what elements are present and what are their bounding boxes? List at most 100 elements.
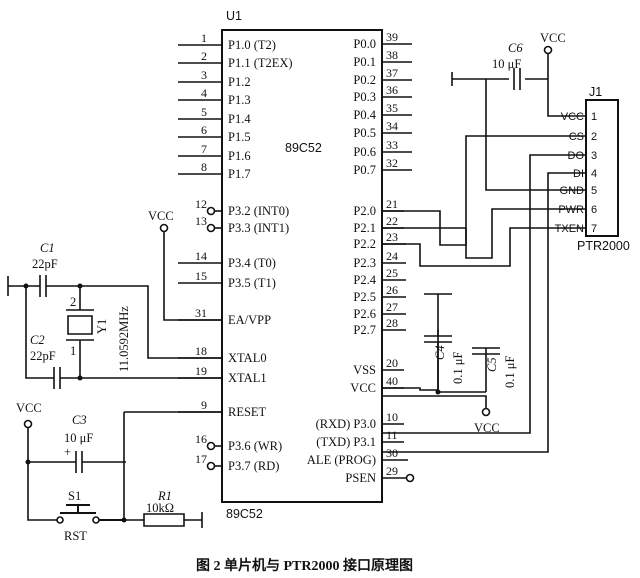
junction-y1-top xyxy=(77,283,83,289)
right-pin-number: 27 xyxy=(386,300,398,314)
right-pin-label: P2.0 xyxy=(353,204,376,218)
right-pin-number: 35 xyxy=(386,101,398,115)
left-pin-label: XTAL0 xyxy=(228,351,267,365)
c1-value: 22pF xyxy=(32,257,58,271)
c6-wire xyxy=(451,68,548,90)
y1-pin1: 1 xyxy=(70,344,76,358)
y1-ref: Y1 xyxy=(95,319,109,334)
right-pin-number: 32 xyxy=(386,156,398,170)
c2-value: 22pF xyxy=(30,349,56,363)
left-pin-number: 14 xyxy=(195,249,207,263)
left-pin-number: 3 xyxy=(201,68,207,82)
left-pin-number: 9 xyxy=(201,398,207,412)
s1-ref: S1 xyxy=(68,489,81,503)
junction-reset-vcc xyxy=(25,459,31,465)
left-pin-label: P3.2 (INT0) xyxy=(228,204,289,218)
left-pin-label: P1.2 xyxy=(228,75,251,89)
figure-caption: 图 2 单片机与 PTR2000 接口原理图 xyxy=(196,557,413,574)
left-pin-number: 17 xyxy=(195,452,207,466)
y1-wire xyxy=(66,286,94,378)
right-pin-label: P0.7 xyxy=(353,163,376,177)
left-pin-label: P1.0 (T2) xyxy=(228,38,276,52)
rxd-to-do xyxy=(382,154,586,434)
vcc-node-ea xyxy=(159,223,169,233)
right-pin-label: P0.1 xyxy=(353,55,376,69)
vcc-node-reset xyxy=(23,419,33,429)
left-pin-label: P1.4 xyxy=(228,112,251,126)
left-pin-number: 4 xyxy=(201,86,207,100)
right-pin-number: 37 xyxy=(386,66,398,80)
left-pin-number: 12 xyxy=(195,197,207,211)
connector-pin-number: 7 xyxy=(591,223,597,235)
c2-ref: C2 xyxy=(30,333,45,347)
connector-pin-number: 4 xyxy=(591,168,597,180)
right-pin-number: 20 xyxy=(386,356,398,370)
right-pin-number: 26 xyxy=(386,283,398,297)
connector-pin-label: CS xyxy=(569,131,584,143)
connector-pin-label: PWR xyxy=(558,204,584,216)
left-pin-label: P1.1 (T2EX) xyxy=(228,56,293,70)
left-pin-number: 16 xyxy=(195,432,207,446)
mcu-right-pins: 39P0.038P0.137P0.236P0.335P0.434P0.533P0… xyxy=(307,30,415,485)
left-pin-number: 1 xyxy=(201,31,207,45)
s1-switch xyxy=(60,504,124,521)
vcc-label-c6: VCC xyxy=(540,31,566,45)
y1-value: 11.0592MHz xyxy=(117,306,131,372)
pin-terminal xyxy=(206,223,216,233)
ea-wire xyxy=(163,230,222,321)
right-pin-number: 34 xyxy=(386,119,398,133)
left-pin-label: P1.6 xyxy=(228,149,251,163)
right-pin-number: 33 xyxy=(386,138,398,152)
right-pin-number: 24 xyxy=(386,249,398,263)
right-pin-label: P0.5 xyxy=(353,126,376,140)
left-pin-number: 7 xyxy=(201,142,207,156)
c3-polarity: + xyxy=(64,445,71,459)
c5-ref: C5 xyxy=(485,357,499,372)
pin-terminal xyxy=(206,461,216,471)
left-pin-label: P1.3 xyxy=(228,93,251,107)
r1-wire xyxy=(124,512,203,528)
vcc-node-bottom xyxy=(481,407,491,417)
txd-to-di xyxy=(382,172,586,453)
p21-to-pwr xyxy=(382,208,586,259)
right-pin-label: VSS xyxy=(353,363,376,377)
right-pin-label: (TXD) P3.1 xyxy=(316,435,376,449)
c1-ref: C1 xyxy=(40,241,55,255)
right-pin-number: 29 xyxy=(386,464,398,478)
right-pin-label: P2.3 xyxy=(353,256,376,270)
right-pin-label: VCC xyxy=(350,381,376,395)
mcu-ref: U1 xyxy=(226,9,242,23)
connector-pin-number: 1 xyxy=(591,111,597,123)
c3-ref: C3 xyxy=(72,413,87,427)
mcu-name-bottom: 89C52 xyxy=(226,507,263,521)
c6-value: 10 μF xyxy=(492,57,521,71)
connector-pin-label: VCC xyxy=(561,111,584,123)
right-pin-number: 25 xyxy=(386,266,398,280)
c5-value: 0.1 μF xyxy=(503,356,517,388)
left-pin-number: 15 xyxy=(195,269,207,283)
s1-contact-left xyxy=(56,516,64,524)
right-pin-number: 23 xyxy=(386,230,398,244)
right-pin-number: 38 xyxy=(386,48,398,62)
right-pin-label: P2.4 xyxy=(353,273,376,287)
left-pin-number: 19 xyxy=(195,364,207,378)
right-pin-label: P0.2 xyxy=(353,73,376,87)
mcu-name: 89C52 xyxy=(285,141,322,155)
c6-ref: C6 xyxy=(508,41,523,55)
mcu-body xyxy=(221,29,383,503)
junction-c1-c2 xyxy=(23,283,29,289)
right-pin-label: P2.7 xyxy=(353,323,376,337)
left-pin-number: 6 xyxy=(201,123,207,137)
c3-value: 10 μF xyxy=(64,431,93,445)
vcc-label-ea: VCC xyxy=(148,209,174,223)
right-pin-label: P0.0 xyxy=(353,37,376,51)
right-pin-label: PSEN xyxy=(345,471,376,485)
right-pin-label: P2.5 xyxy=(353,290,376,304)
right-pin-label: P0.4 xyxy=(353,108,376,122)
left-pin-label: P3.3 (INT1) xyxy=(228,221,289,235)
right-pin-label: P0.3 xyxy=(353,90,376,104)
connector-pin-number: 3 xyxy=(591,150,597,162)
right-pin-number: 22 xyxy=(386,214,398,228)
